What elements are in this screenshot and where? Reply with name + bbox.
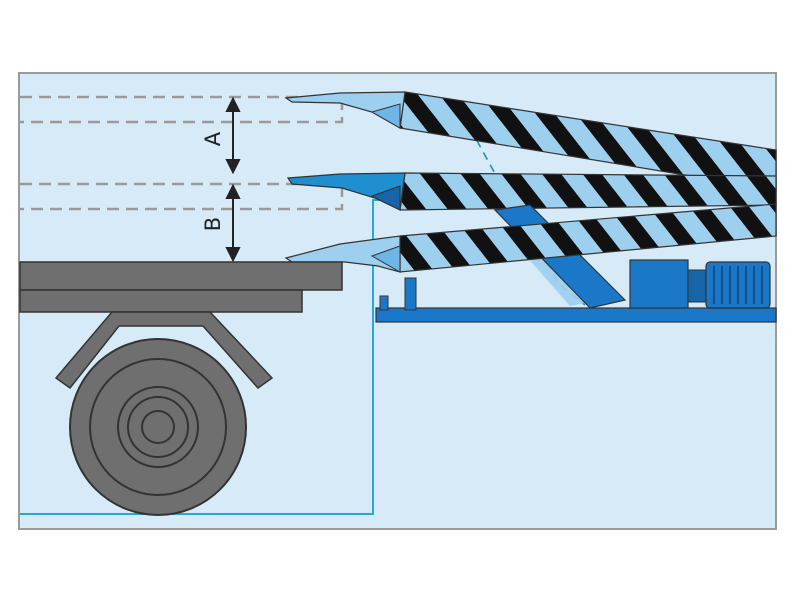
dashed-truck-positions — [20, 95, 344, 211]
hinge-support — [404, 277, 417, 311]
wheel-hub — [141, 410, 175, 444]
motor-icon — [629, 259, 771, 309]
dimension-a-arrow-bottom — [225, 159, 241, 175]
lip-lowered-front — [370, 245, 401, 273]
base-post-left — [379, 295, 389, 311]
dimension-arrows — [225, 96, 241, 263]
wheel-icon — [69, 338, 247, 516]
motor-coupling — [687, 269, 707, 303]
dimension-b-label: B — [201, 217, 225, 231]
motor-housing — [629, 259, 689, 309]
lip-level-front — [370, 185, 401, 211]
platform-raised — [284, 91, 777, 191]
lip-raised-front — [370, 103, 401, 129]
truck-suspension — [54, 311, 274, 390]
dimension-a-arrow-top — [225, 96, 241, 112]
truck-bed-icon — [19, 261, 343, 390]
truck-bed-lower — [19, 289, 303, 313]
dimension-b-arrow-bottom — [225, 247, 241, 263]
truck-bed-top — [19, 261, 343, 291]
dimension-a-label: A — [201, 131, 225, 146]
platform-level — [286, 172, 777, 211]
dimension-b-arrow-top — [225, 183, 241, 199]
platform-lowered — [284, 203, 777, 273]
base-frame — [375, 307, 777, 323]
dashed-bed-high — [20, 95, 344, 124]
dashed-bed-mid — [20, 182, 344, 211]
platform-level-plate — [399, 172, 777, 211]
